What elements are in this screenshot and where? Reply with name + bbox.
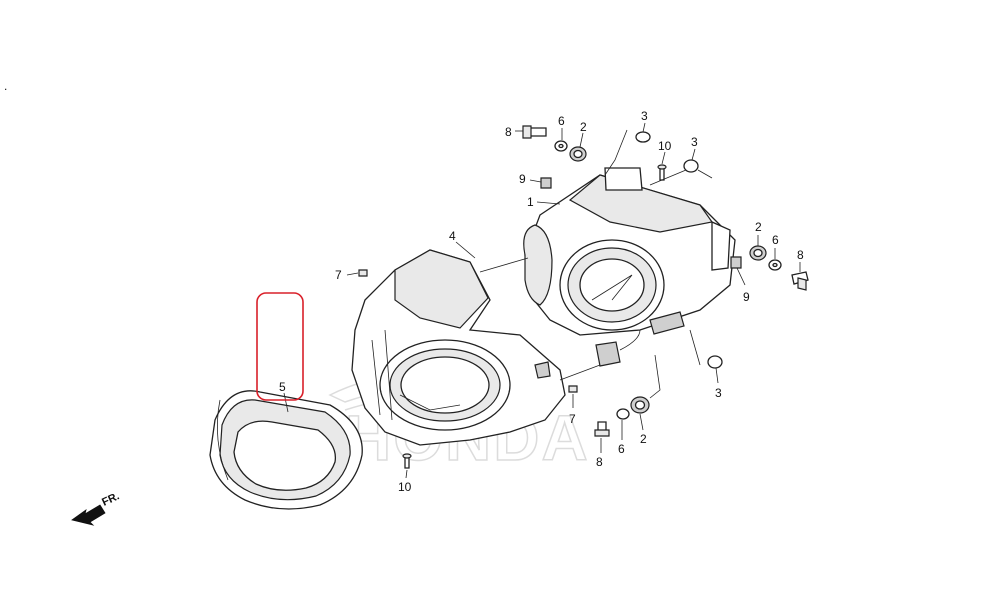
rim-part — [209, 390, 363, 510]
callout-4: 4 — [449, 229, 456, 243]
highlight-box — [256, 292, 304, 401]
callout-10-bottom: 10 — [398, 480, 412, 494]
callout-5: 5 — [279, 380, 286, 394]
callout-labels: 8 6 2 3 10 3 9 1 4 7 2 6 8 9 3 7 8 6 2 1… — [279, 109, 804, 494]
callout-8-top: 8 — [505, 125, 512, 139]
callout-3-top-right: 3 — [691, 135, 698, 149]
callout-8-right: 8 — [797, 248, 804, 262]
leader-lines — [283, 122, 801, 479]
callout-1: 1 — [527, 195, 534, 209]
callout-2-bottom: 2 — [640, 432, 647, 446]
callout-9-top: 9 — [519, 172, 526, 186]
callout-6-bottom: 6 — [618, 442, 625, 456]
callout-6-right: 6 — [772, 233, 779, 247]
callout-2-top: 2 — [580, 120, 587, 134]
front-label: FR. — [100, 490, 121, 508]
callout-7-left: 7 — [335, 268, 342, 282]
callout-8-bottom: 8 — [596, 455, 603, 469]
callout-10-top: 10 — [658, 139, 672, 153]
callout-9-right: 9 — [743, 290, 750, 304]
stray-mark: . — [4, 79, 7, 93]
inner-cover-part — [351, 249, 566, 446]
front-direction-indicator: FR. — [71, 490, 121, 526]
callout-3-bottom: 3 — [715, 386, 722, 400]
callout-3-top: 3 — [641, 109, 648, 123]
callout-2-right: 2 — [755, 220, 762, 234]
headlight-housing-part — [523, 167, 736, 367]
callout-7-mid: 7 — [569, 412, 576, 426]
front-arrow-icon — [71, 504, 106, 526]
callout-6-top: 6 — [558, 114, 565, 128]
